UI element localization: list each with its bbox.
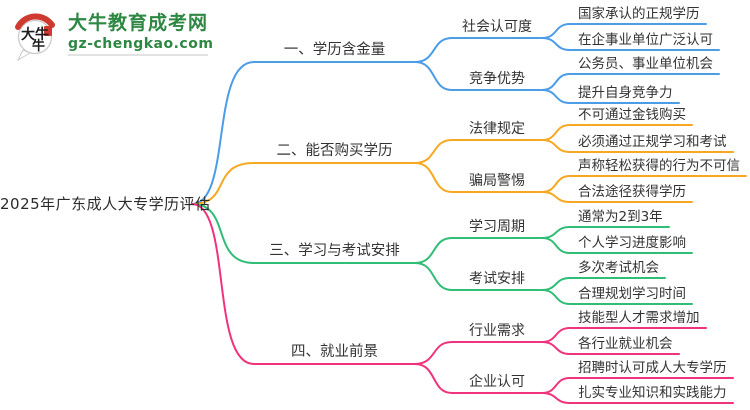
subtopic-connector <box>414 162 543 193</box>
logo-characters: 大牛 <box>21 26 49 43</box>
leaf-connector <box>541 37 720 51</box>
leaf-topic: 多次考试机会 <box>578 260 659 276</box>
leaf-connector <box>541 237 693 254</box>
site-name: 大牛教育成考网 <box>68 11 209 34</box>
subtopic-connector <box>414 139 543 164</box>
leaf-connector <box>541 341 680 355</box>
leaf-topic: 合理规划学习时间 <box>578 286 686 302</box>
branch-topic: 二、能否购买学历 <box>276 143 393 159</box>
subtopic: 企业认可 <box>469 374 525 390</box>
branch-connector <box>191 203 416 264</box>
site-logo[interactable]: 大牛 牛 大牛教育成考网 gz-chengkao.com <box>10 8 213 62</box>
svg-text:牛: 牛 <box>32 38 45 54</box>
leaf-topic: 国家承认的正规学历 <box>578 6 700 22</box>
subtopic-connector <box>414 363 543 394</box>
subtopic: 学习周期 <box>469 219 525 235</box>
leaf-topic: 技能型人才需求增加 <box>578 310 700 326</box>
branch-topic: 三、学习与考试安排 <box>269 243 400 259</box>
leaf-connector <box>541 89 680 104</box>
subtopic-connector <box>414 237 543 264</box>
leaf-connector <box>541 139 734 153</box>
branch-connector <box>191 61 416 205</box>
leaf-topic: 公务员、事业单位机会 <box>578 56 713 72</box>
leaf-connector <box>541 191 693 203</box>
leaf-topic: 招聘时认可成人大专学历 <box>578 360 727 376</box>
leaf-topic: 提升自身竞争力 <box>578 85 673 101</box>
subtopic: 行业需求 <box>469 323 525 339</box>
branch-topic: 一、学历含金量 <box>283 42 386 58</box>
bull-speech-bubble-icon: 大牛 牛 <box>15 13 55 62</box>
branch-topic: 四、就业前景 <box>291 344 378 360</box>
leaf-connector <box>541 392 734 404</box>
subtopic: 社会认可度 <box>462 19 532 35</box>
central-topic: 2025年广东成人大专学历评估 <box>0 195 211 213</box>
subtopic: 骗局警惕 <box>469 173 525 189</box>
leaf-topic: 合法途径获得学历 <box>578 184 686 200</box>
leaf-topic: 个人学习进度影响 <box>578 235 686 251</box>
leaf-topic: 各行业就业机会 <box>578 336 673 352</box>
site-domain: gz-chengkao.com <box>68 35 214 52</box>
logo-divider <box>68 54 208 57</box>
subtopic: 考试安排 <box>469 271 525 287</box>
subtopic-connector <box>414 262 543 291</box>
leaf-topic: 通常为2到3年 <box>578 209 663 225</box>
branch-connector <box>191 203 416 365</box>
subtopic: 竞争优势 <box>469 71 525 87</box>
leaf-topic: 扎实专业知识和实践能力 <box>578 385 727 401</box>
leaf-connector <box>541 289 693 305</box>
subtopic: 法律规定 <box>469 121 525 137</box>
subtopic-connector <box>414 61 543 91</box>
leaf-topic: 在企事业单位广泛认可 <box>578 32 713 48</box>
subtopic-connector <box>414 37 543 63</box>
leaf-topic: 声称轻松获得的行为不可信 <box>578 158 740 174</box>
leaf-topic: 必须通过正规学习和考试 <box>578 134 727 150</box>
leaf-topic: 不可通过金钱购买 <box>578 107 686 123</box>
branch-connector <box>191 162 416 205</box>
subtopic-connector <box>414 341 543 365</box>
